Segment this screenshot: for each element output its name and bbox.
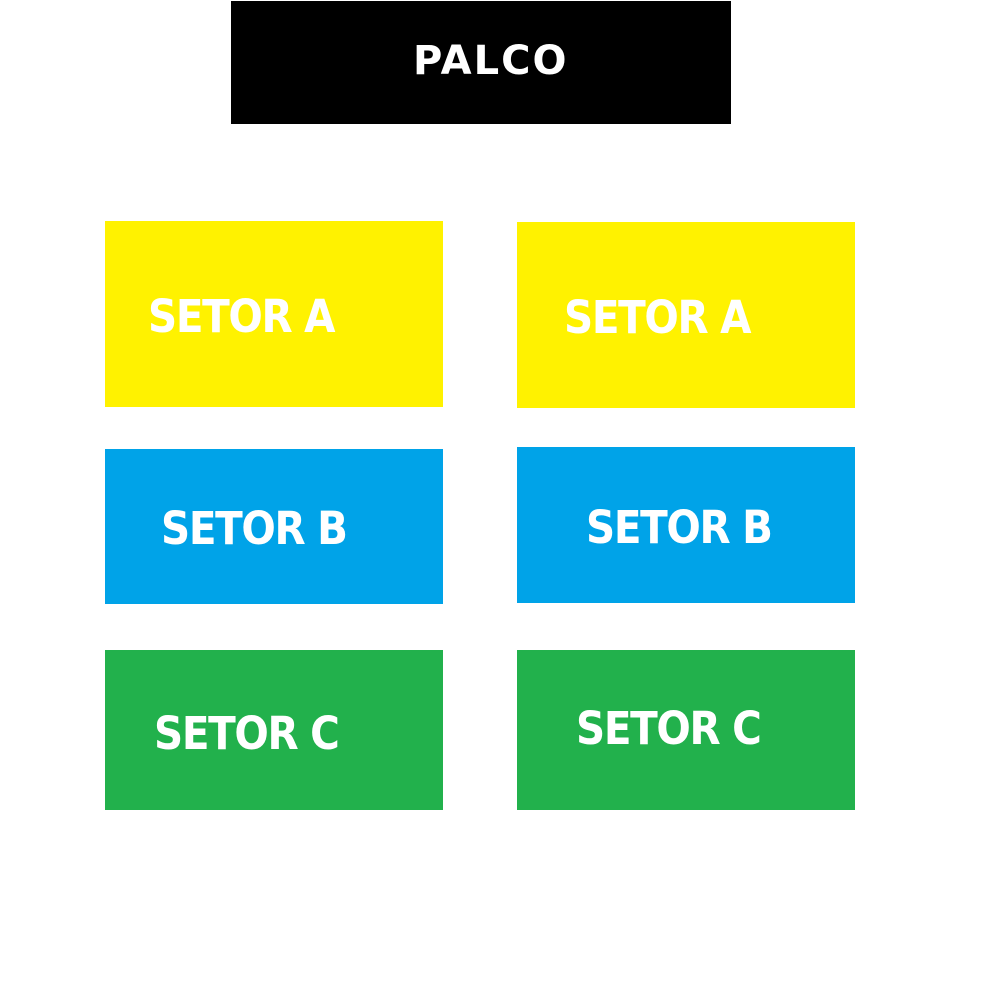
- sector-b-right-label: SETOR B: [586, 501, 773, 554]
- sector-a-left[interactable]: SETOR A: [105, 221, 443, 407]
- sector-a-right-label: SETOR A: [564, 291, 751, 344]
- sector-b-left-label: SETOR B: [161, 502, 348, 555]
- sector-b-left[interactable]: SETOR B: [105, 449, 443, 604]
- sector-c-right-label: SETOR C: [576, 702, 762, 755]
- sector-a-right[interactable]: SETOR A: [517, 222, 855, 408]
- sector-b-right[interactable]: SETOR B: [517, 447, 855, 603]
- sector-c-left-label: SETOR C: [154, 707, 340, 760]
- sector-a-left-label: SETOR A: [148, 290, 335, 343]
- sector-c-right[interactable]: SETOR C: [517, 650, 855, 810]
- stage-block: PALCO: [231, 1, 731, 124]
- sector-c-left[interactable]: SETOR C: [105, 650, 443, 810]
- stage-label: PALCO: [413, 38, 569, 84]
